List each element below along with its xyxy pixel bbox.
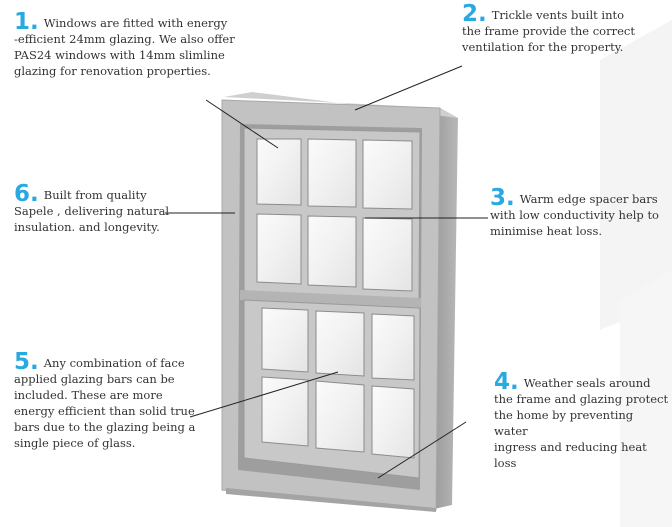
- callout-1-line-2: -efficient 24mm glazing. We also offer: [14, 32, 235, 46]
- callout-6-line-3: insulation. and longevity.: [14, 220, 160, 234]
- sill: [226, 488, 436, 512]
- callout-2-line-2: the frame provide the correct: [462, 24, 635, 38]
- callout-2-line-1: Trickle vents built into: [491, 8, 625, 22]
- callout-5-line-5: bars due to the glazing being a: [14, 420, 196, 434]
- callout-6-number: 6.: [14, 181, 39, 207]
- callout-3-number: 3.: [490, 185, 515, 211]
- callout-1-number: 1.: [14, 9, 39, 35]
- callout-5-line-6: single piece of glass.: [14, 436, 136, 450]
- callout-5-number: 5.: [14, 349, 39, 375]
- callout-5-line-2: applied glazing bars can be: [14, 372, 175, 386]
- callout-2: 2. Trickle vents built into the frame pro…: [462, 3, 662, 55]
- callout-1-line-3: PAS24 windows with 14mm slimline: [14, 48, 225, 62]
- callout-4-line-3: the home by preventing water: [494, 408, 634, 438]
- frame-side: [434, 108, 458, 509]
- callout-4: 4. Weather seals around the frame and gla…: [494, 371, 670, 471]
- meeting-rail: [240, 290, 421, 308]
- callout-4-line-1: Weather seals around: [523, 376, 651, 390]
- callout-6-line-2: Sapele , delivering natural: [14, 204, 170, 218]
- leader-5: [189, 371, 339, 418]
- callout-3-line-3: minimise heat loss.: [490, 224, 603, 238]
- callout-4-line-4: ingress and reducing heat loss: [494, 440, 647, 470]
- frame-top-edge: [224, 92, 458, 118]
- callout-2-line-3: ventilation for the property.: [462, 40, 624, 54]
- callout-1-line-4: glazing for renovation properties.: [14, 64, 211, 78]
- callout-5: 5. Any combination of face applied glazin…: [14, 351, 214, 451]
- callout-6: 6. Built from quality Sapele , delivering…: [14, 183, 174, 235]
- callout-4-number: 4.: [494, 369, 519, 395]
- callout-5-line-1: Any combination of face: [43, 356, 185, 370]
- callout-3-line-2: with low conductivity help to: [490, 208, 659, 222]
- lower-panes: [261, 307, 415, 459]
- callout-1: 1. Windows are fitted with energy -effici…: [14, 11, 249, 79]
- callout-2-number: 2.: [462, 1, 487, 27]
- callout-1-line-1: Windows are fitted with energy: [43, 16, 228, 30]
- callout-5-line-3: included. These are more: [14, 388, 163, 402]
- callout-3-line-1: Warm edge spacer bars: [519, 192, 658, 206]
- leader-2: [354, 65, 463, 111]
- leader-lines: [165, 65, 488, 479]
- callout-6-line-1: Built from quality: [43, 188, 147, 202]
- callout-4-line-2: the frame and glazing protect: [494, 392, 669, 406]
- leader-4: [377, 421, 467, 479]
- callout-3: 3. Warm edge spacer bars with low conduct…: [490, 187, 670, 239]
- callout-5-line-4: energy efficient than solid true: [14, 404, 195, 418]
- leader-1: [205, 99, 279, 149]
- upper-panes: [256, 138, 413, 292]
